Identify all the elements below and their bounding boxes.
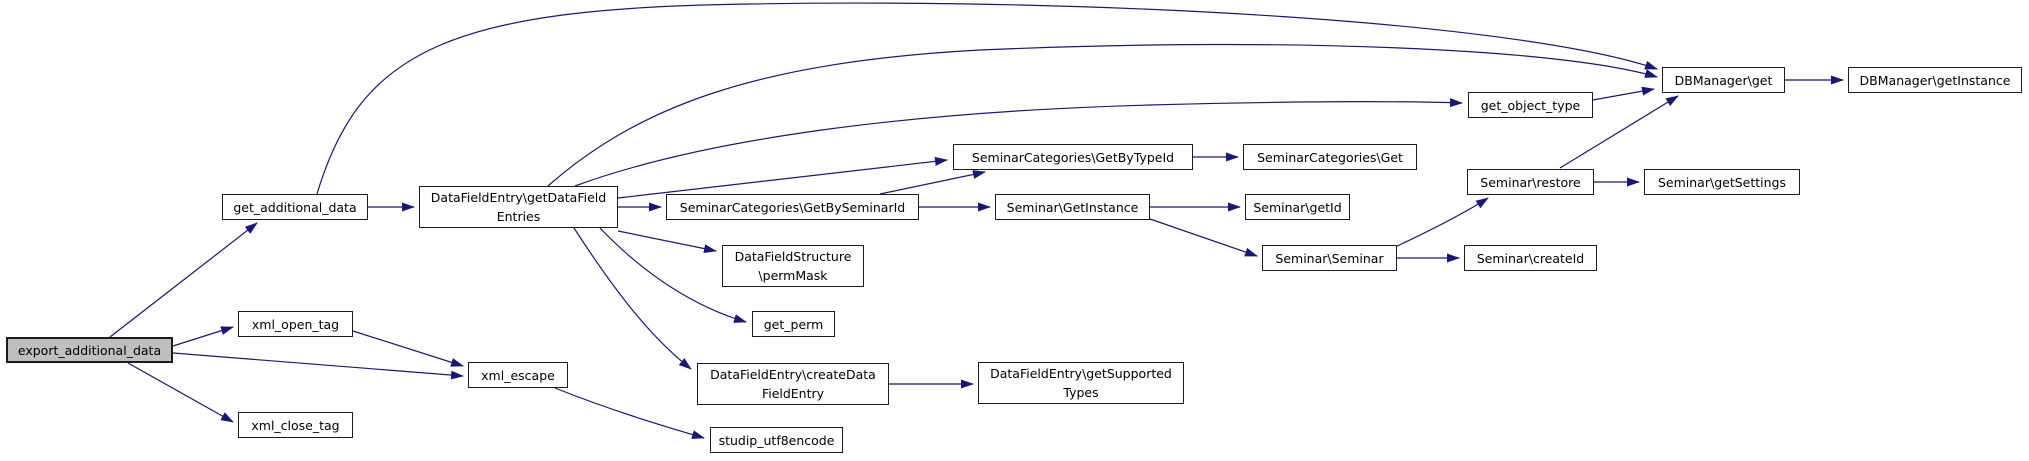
graph-node-export-additional-data[interactable]: export_additional_data xyxy=(6,337,173,363)
edge-xml-open-tag--to--xml-escape xyxy=(352,330,464,367)
graph-node-label: Seminar\Seminar xyxy=(1275,250,1384,266)
edge-get-object-type--to--dbmanager-get xyxy=(1592,86,1655,101)
edge-get-by-seminar-id--to--get-by-type-id xyxy=(879,170,986,195)
graph-node-seminar-restore[interactable]: Seminar\restore xyxy=(1467,169,1594,195)
graph-node-label: xml_escape xyxy=(481,367,555,383)
graph-node-label: xml_close_tag xyxy=(251,417,340,433)
graph-node-get-by-type-id[interactable]: SeminarCategories\GetByTypeId xyxy=(953,144,1193,170)
graph-node-label: \permMask xyxy=(758,268,828,283)
graph-node-label: studip_utf8encode xyxy=(718,432,835,448)
graph-node-get-object-type[interactable]: get_object_type xyxy=(1468,92,1593,118)
graph-node-label: SeminarCategories\GetByTypeId xyxy=(971,149,1175,165)
graph-node-get-perm[interactable]: get_perm xyxy=(752,311,835,337)
graph-node-dbmanager-get-instance[interactable]: DBManager\getInstance xyxy=(1848,67,2022,93)
edge-seminar-get-instance--to--seminar-seminar xyxy=(1149,218,1258,257)
graph-node-label: Seminar\getId xyxy=(1253,199,1342,215)
graph-node-perm-mask[interactable]: DataFieldStructure \permMask xyxy=(722,245,864,287)
edge-get-data-field-entries--to--get-object-type xyxy=(574,98,1463,187)
graph-node-label: DataFieldEntry\getDataField xyxy=(430,190,607,205)
graph-node-xml-close-tag[interactable]: xml_close_tag xyxy=(238,412,353,438)
graph-node-xml-escape[interactable]: xml_escape xyxy=(468,362,568,388)
edge-export-additional-data--to--get-additional-data xyxy=(109,222,258,338)
edge-get-additional-data--to--dbmanager-get xyxy=(316,2,1658,195)
edge-group xyxy=(109,2,1844,439)
graph-node-label: get_perm xyxy=(763,316,824,332)
graph-node-label: DBManager\get xyxy=(1674,72,1773,88)
edge-export-additional-data--to--xml-close-tag xyxy=(127,362,234,423)
edge-seminar-restore--to--dbmanager-get xyxy=(1559,95,1679,169)
graph-node-label: Types xyxy=(1063,385,1099,400)
graph-node-seminar-seminar[interactable]: Seminar\Seminar xyxy=(1262,245,1397,271)
graph-node-label: DataFieldEntry\createData xyxy=(710,367,876,382)
graph-node-label: SeminarCategories\Get xyxy=(1257,149,1403,165)
graph-node-label: DataFieldStructure xyxy=(734,249,852,264)
edge-seminar-seminar--to--seminar-restore xyxy=(1392,197,1489,249)
graph-node-seminar-categories-get[interactable]: SeminarCategories\Get xyxy=(1243,144,1417,170)
graph-node-label: DataFieldEntry\getSupported xyxy=(990,366,1172,381)
graph-node-label: Entries xyxy=(496,209,541,224)
edge-xml-escape--to--studip-utf8encode xyxy=(554,387,705,439)
graph-node-label: export_additional_data xyxy=(17,342,162,358)
graph-node-label: get_object_type xyxy=(1480,97,1581,113)
graph-node-seminar-get-settings[interactable]: Seminar\getSettings xyxy=(1644,169,1800,195)
edge-export-additional-data--to--xml-open-tag xyxy=(172,326,234,347)
graph-node-label: Seminar\getSettings xyxy=(1657,174,1786,190)
edge-get-data-field-entries--to--get-perm xyxy=(599,227,747,323)
graph-node-studip-utf8encode[interactable]: studip_utf8encode xyxy=(710,427,843,453)
graph-node-get-by-seminar-id[interactable]: SeminarCategories\GetBySeminarId xyxy=(666,194,919,220)
graph-node-xml-open-tag[interactable]: xml_open_tag xyxy=(238,311,353,337)
graph-node-seminar-get-instance[interactable]: Seminar\GetInstance xyxy=(995,194,1150,220)
edge-get-data-field-entries--to--dbmanager-get xyxy=(547,44,1658,187)
graph-node-label: xml_open_tag xyxy=(251,316,340,332)
graph-node-dbmanager-get[interactable]: DBManager\get xyxy=(1662,67,1785,93)
graph-node-seminar-get-id[interactable]: Seminar\getId xyxy=(1245,194,1350,220)
edge-export-additional-data--to--xml-escape xyxy=(172,352,464,380)
graph-node-label: get_additional_data xyxy=(233,199,357,215)
graph-node-get-additional-data[interactable]: get_additional_data xyxy=(222,194,368,220)
graph-node-label: DBManager\getInstance xyxy=(1859,72,2011,88)
edge-get-data-field-entries--to--get-by-type-id xyxy=(617,156,948,199)
edge-get-data-field-entries--to--perm-mask xyxy=(617,230,717,254)
graph-node-label: Seminar\restore xyxy=(1480,174,1581,190)
graph-node-label: Seminar\createId xyxy=(1476,250,1585,266)
edge-get-data-field-entries--to--create-data-field-entry xyxy=(573,227,692,370)
graph-node-label: Seminar\GetInstance xyxy=(1006,199,1139,215)
graph-node-label: SeminarCategories\GetBySeminarId xyxy=(679,199,906,215)
graph-node-label: FieldEntry xyxy=(761,386,825,401)
graph-node-seminar-create-id[interactable]: Seminar\createId xyxy=(1464,245,1597,271)
